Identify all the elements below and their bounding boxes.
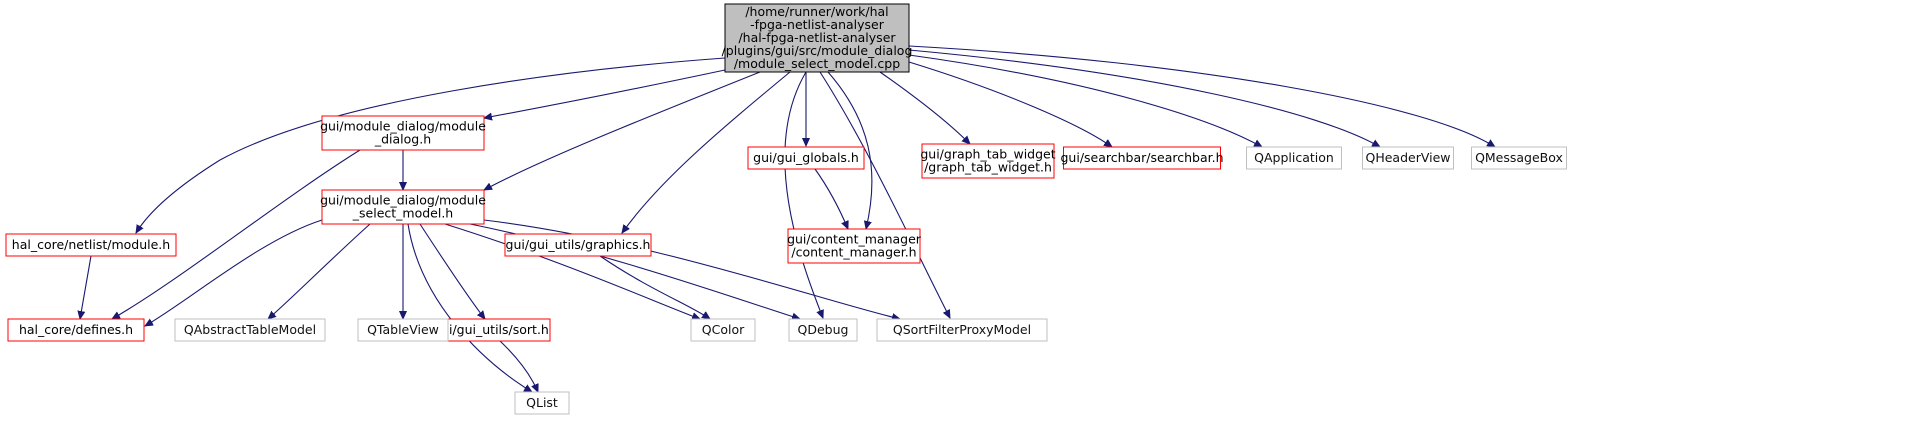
node-QAbstractTableModel[interactable]: QAbstractTableModel xyxy=(174,318,326,342)
edge-module_dialog_h-to-defines_h xyxy=(112,149,361,319)
node-label-QApplication-line-0: QApplication xyxy=(1254,150,1334,165)
node-label-module_dialog_h-line-0: gui/module_dialog/module xyxy=(320,119,486,134)
node-netlist_module[interactable]: hal_core/netlist/module.h xyxy=(5,233,177,257)
node-label-root-line-3: /plugins/gui/src/module_dialog xyxy=(722,43,913,58)
edge-module_select_model_h-to-QAbstractTableModel xyxy=(268,223,371,319)
node-box-graphics_h xyxy=(504,233,652,257)
node-root: /home/runner/work/hal-fpga-netlist-analy… xyxy=(722,3,913,73)
node-graph_tab_widget_h[interactable]: gui/graph_tab_widget/graph_tab_widget.h xyxy=(920,143,1056,179)
node-QTableView[interactable]: QTableView xyxy=(357,318,449,342)
node-box-QSortFilterProxyModel xyxy=(876,318,1048,342)
edge-root-to-searchbar_h xyxy=(908,61,1112,147)
edge-root-to-QHeaderView xyxy=(908,49,1380,147)
node-box-root xyxy=(724,3,910,73)
edge-root-to-content_manager_h xyxy=(827,71,873,229)
node-box-QList xyxy=(514,391,570,415)
node-defines_h[interactable]: hal_core/defines.h xyxy=(7,318,145,342)
edge-module_select_model_h-to-sort_h xyxy=(419,223,485,319)
node-label-defines_h-line-0: hal_core/defines.h xyxy=(19,322,133,337)
node-QMessageBox[interactable]: QMessageBox xyxy=(1471,146,1567,170)
node-label-QSortFilterProxyModel-line-0: QSortFilterProxyModel xyxy=(893,322,1031,337)
node-box-content_manager_h xyxy=(787,228,921,264)
node-label-QMessageBox-line-0: QMessageBox xyxy=(1475,150,1563,165)
node-label-QTableView-line-0: QTableView xyxy=(367,322,439,337)
node-label-module_select_model_h-line-1: _select_model.h xyxy=(352,206,453,221)
node-label-QDebug-line-0: QDebug xyxy=(798,322,849,337)
node-box-QHeaderView xyxy=(1362,146,1454,170)
node-QColor[interactable]: QColor xyxy=(690,318,756,342)
node-box-module_select_model_h xyxy=(321,189,485,225)
node-box-QMessageBox xyxy=(1471,146,1567,170)
node-QList[interactable]: QList xyxy=(514,391,570,415)
node-content_manager_h[interactable]: gui/content_manager/content_manager.h xyxy=(787,228,922,264)
node-label-module_dialog_h-line-1: _dialog.h xyxy=(374,132,431,147)
node-label-content_manager_h-line-1: /content_manager.h xyxy=(791,245,916,260)
node-box-graph_tab_widget_h xyxy=(921,143,1055,179)
node-label-sort_h-line-0: gui/gui_utils/sort.h xyxy=(433,322,549,337)
node-box-defines_h xyxy=(7,318,145,342)
node-label-QColor-line-0: QColor xyxy=(702,322,745,337)
edge-root-to-graphics_h xyxy=(622,71,791,233)
node-QApplication[interactable]: QApplication xyxy=(1246,146,1342,170)
node-graphics_h[interactable]: gui/gui_utils/graphics.h xyxy=(504,233,652,257)
edge-layer xyxy=(80,45,1495,392)
edge-root-to-module_select_model_h xyxy=(484,71,761,190)
edge-root-to-QDebug xyxy=(784,71,823,318)
edge-gui_globals_h-to-content_manager_h xyxy=(814,168,848,229)
node-label-root-line-0: /home/runner/work/hal xyxy=(745,4,888,19)
node-sort_h[interactable]: gui/gui_utils/sort.h xyxy=(431,318,551,342)
node-box-module_dialog_h xyxy=(321,115,485,151)
node-label-QHeaderView-line-0: QHeaderView xyxy=(1365,150,1450,165)
node-label-netlist_module-line-0: hal_core/netlist/module.h xyxy=(12,237,170,252)
node-box-searchbar_h xyxy=(1063,146,1221,170)
node-box-QTableView xyxy=(357,318,449,342)
edge-graphics_h-to-QColor xyxy=(599,255,710,319)
node-label-searchbar_h-line-0: gui/searchbar/searchbar.h xyxy=(1060,150,1223,165)
node-label-root-line-1: -fpga-netlist-analyser xyxy=(750,17,885,32)
edge-root-to-QApplication xyxy=(908,54,1262,147)
node-label-QList-line-0: QList xyxy=(526,395,558,410)
node-gui_globals_h[interactable]: gui/gui_globals.h xyxy=(747,146,865,170)
node-box-gui_globals_h xyxy=(747,146,865,170)
edge-root-to-module_dialog_h xyxy=(484,69,726,118)
node-box-QApplication xyxy=(1246,146,1342,170)
node-QDebug[interactable]: QDebug xyxy=(788,318,858,342)
edge-sort_h-to-QList xyxy=(499,340,538,392)
node-QHeaderView[interactable]: QHeaderView xyxy=(1362,146,1454,170)
node-label-QAbstractTableModel-line-0: QAbstractTableModel xyxy=(184,322,316,337)
node-label-module_select_model_h-line-0: gui/module_dialog/module xyxy=(320,193,486,208)
edge-netlist_module-to-defines_h xyxy=(80,255,92,319)
node-label-graph_tab_widget_h-line-1: /graph_tab_widget.h xyxy=(924,160,1052,175)
node-box-QAbstractTableModel xyxy=(174,318,326,342)
node-label-graph_tab_widget_h-line-0: gui/graph_tab_widget xyxy=(920,147,1055,162)
edge-module_select_model_h-to-defines_h xyxy=(145,219,323,326)
node-label-content_manager_h-line-0: gui/content_manager xyxy=(787,232,922,247)
node-QSortFilterProxyModel[interactable]: QSortFilterProxyModel xyxy=(876,318,1048,342)
node-box-netlist_module xyxy=(5,233,177,257)
node-label-root-line-4: /module_select_model.cpp xyxy=(734,56,900,71)
node-label-graphics_h-line-0: gui/gui_utils/graphics.h xyxy=(506,237,651,252)
edge-root-to-QSortFilterProxyModel xyxy=(819,71,950,318)
node-module_select_model_h[interactable]: gui/module_dialog/module_select_model.h xyxy=(320,189,486,225)
node-searchbar_h[interactable]: gui/searchbar/searchbar.h xyxy=(1060,146,1224,170)
edge-root-to-netlist_module xyxy=(136,57,726,233)
node-module_dialog_h[interactable]: gui/module_dialog/module_dialog.h xyxy=(320,115,486,151)
node-box-QDebug xyxy=(788,318,858,342)
node-label-root-line-2: /hal-fpga-netlist-analyser xyxy=(738,30,896,45)
node-box-QColor xyxy=(690,318,756,342)
edge-root-to-graph_tab_widget_h xyxy=(879,71,970,144)
edge-module_select_model_h-to-QColor xyxy=(444,223,700,319)
node-label-gui_globals_h-line-0: gui/gui_globals.h xyxy=(753,150,859,165)
edge-root-to-QMessageBox xyxy=(908,45,1495,147)
node-layer: /home/runner/work/hal-fpga-netlist-analy… xyxy=(5,3,1567,415)
edge-module_select_model_h-to-QSortFilterProxyModel xyxy=(483,219,900,319)
